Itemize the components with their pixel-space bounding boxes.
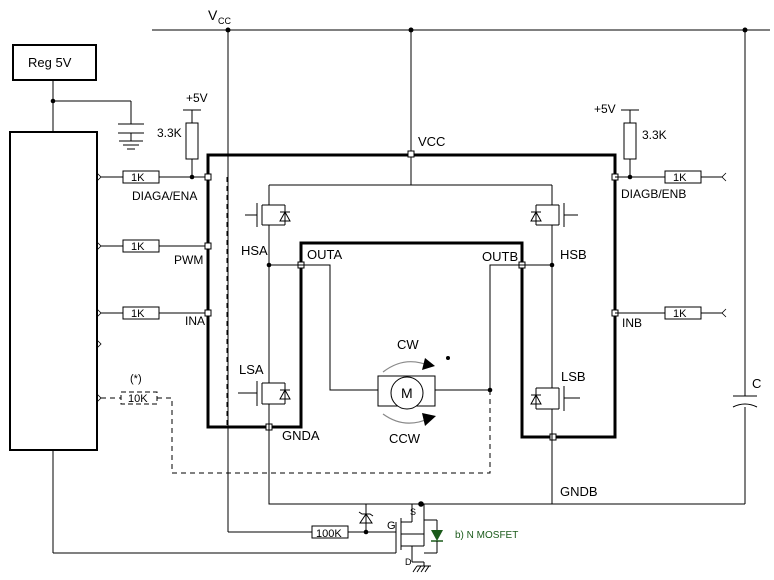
pullup-b-label: 3.3K (642, 128, 667, 142)
microcontroller-box (9, 131, 98, 451)
motor-label: M (401, 385, 413, 401)
drain-label: D (405, 557, 412, 567)
source-label: S (410, 507, 416, 517)
vcc-rail (152, 27, 770, 532)
resistor-1k-pwm-label: 1K (131, 241, 145, 253)
resistor-100k-label: 100K (316, 528, 342, 540)
gnda-label: GNDA (282, 428, 320, 443)
plus5v-b-label: +5V (594, 102, 616, 116)
lsa-label: LSA (239, 362, 264, 377)
vcc-pin-label: VCC (418, 134, 445, 149)
resistor-1k-diaga-label: 1K (131, 172, 145, 184)
cw-label: CW (397, 337, 419, 352)
resistor-1k-ina-label: 1K (131, 308, 145, 320)
optional-marker: (*) (130, 373, 142, 385)
resistor-1k-diagb-label: 1K (673, 172, 687, 184)
ccw-label: CCW (389, 431, 421, 446)
diaga-ena-label: DIAGA/ENA (132, 189, 197, 203)
resistor-10k-label: 10K (128, 393, 148, 405)
hsa-label: HSA (241, 243, 268, 258)
pullup-a-label: 3.3K (157, 126, 182, 140)
gate-label: G (387, 520, 396, 532)
bulk-capacitor (732, 395, 758, 408)
lsb-label: LSB (561, 369, 586, 384)
vcc-top-subscript: CC (218, 16, 231, 26)
mosfet-hsa (245, 200, 291, 265)
regulator-label: Reg 5V (28, 55, 72, 70)
pullup-resistor-a (185, 122, 199, 160)
pwm-label: PWM (174, 253, 203, 267)
gndb-label: GNDB (560, 484, 598, 499)
outa-label: OUTA (307, 247, 342, 262)
driver-ic-outline (206, 153, 617, 439)
rotation-arrows (382, 356, 450, 426)
inb-label: INB (622, 316, 642, 330)
n-mosfet-caption: b) N MOSFET (455, 530, 518, 541)
outb-label: OUTB (482, 249, 518, 264)
mosfet-lsa (238, 265, 291, 427)
hsb-label: HSB (560, 247, 587, 262)
mosfet-lsb (530, 265, 580, 437)
mosfet-hsb (530, 200, 578, 265)
reverse-protection-mosfet: 100K (228, 504, 443, 573)
resistor-1k-inb-label: 1K (673, 308, 687, 320)
regulator-box (12, 44, 97, 81)
decoupling-capacitor (118, 123, 144, 150)
capacitor-label: C (752, 376, 761, 391)
plus5v-a-label: +5V (186, 91, 208, 105)
diagb-enb-label: DIAGB/ENB (621, 187, 686, 201)
vcc-top-label: V (208, 7, 218, 23)
pullup-resistor-b (623, 122, 637, 160)
ina-label: INA (185, 314, 205, 328)
motor: M (377, 375, 436, 410)
